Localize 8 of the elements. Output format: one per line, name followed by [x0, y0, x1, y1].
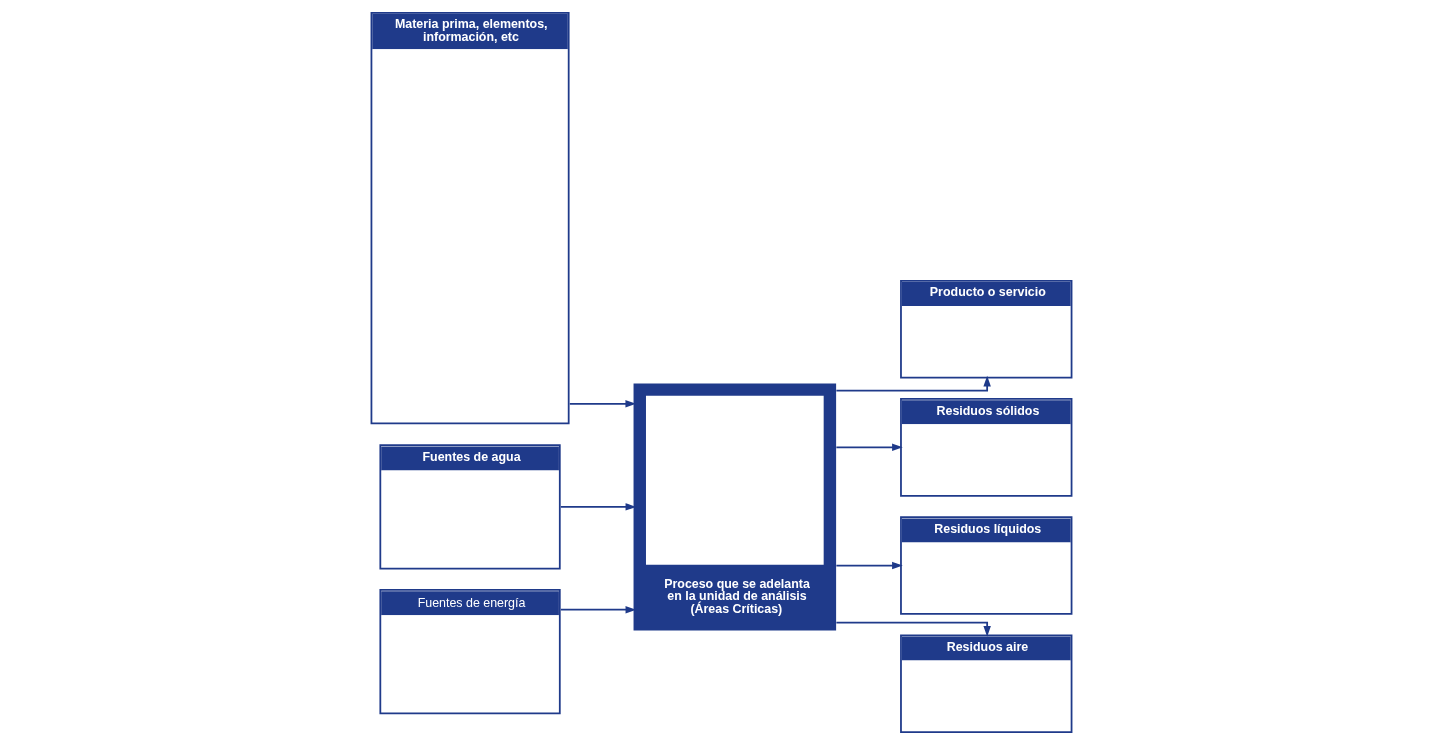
arrow — [835, 561, 903, 570]
arrow — [559, 503, 637, 511]
arrow — [559, 605, 637, 614]
arrow — [568, 400, 637, 408]
arrow — [835, 443, 903, 452]
arrow — [835, 621, 991, 637]
arrow — [835, 375, 991, 392]
node-box: Proceso que se adelanta en la unidad de análisis (Áreas Críticas) — [633, 383, 837, 631]
